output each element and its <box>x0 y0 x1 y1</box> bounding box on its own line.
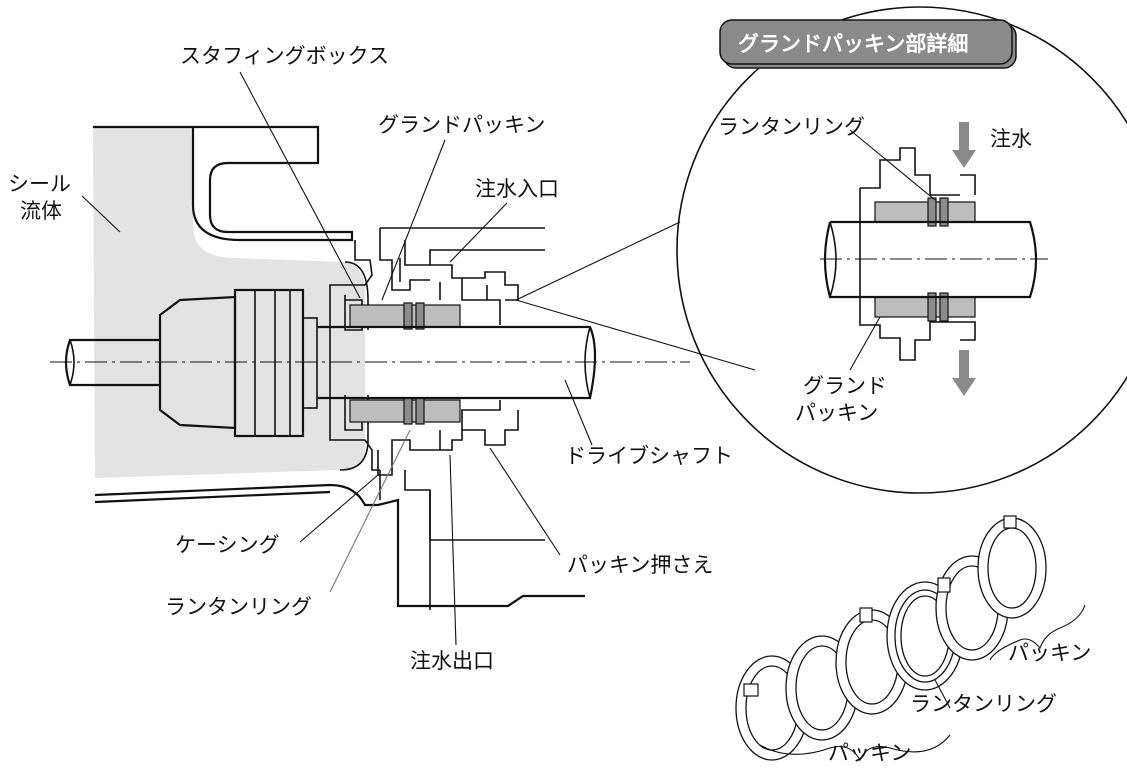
rings-label-packing-bottom: パッキン <box>828 741 911 765</box>
detail-label-gland-1: グランド <box>803 374 887 398</box>
seal-fluid-region <box>93 127 365 478</box>
packing-ring <box>977 515 1047 619</box>
detail-label-lantern-ring: ランタンリング <box>718 115 865 139</box>
rings-label-packing-top: パッキン <box>1008 641 1091 665</box>
detail-label-water-injection: 注水 <box>990 127 1032 151</box>
labels: スタフィングボックス グランドパッキン シール 流体 注水入口 ドライブシャフト… <box>8 32 1091 765</box>
water-in-arrow <box>952 122 976 168</box>
label-drive-shaft: ドライブシャフト <box>565 444 733 468</box>
label-gland-packing: グランドパッキン <box>378 113 545 137</box>
label-lantern-ring: ランタンリング <box>165 595 312 619</box>
label-seal-fluid-1: シール <box>8 172 71 196</box>
main-leader-lines <box>81 71 756 646</box>
detail-view <box>676 6 1127 494</box>
rings-label-lantern-ring: ランタンリング <box>910 692 1057 716</box>
label-packing-gland: パッキン押さえ <box>567 553 713 577</box>
detail-circle <box>676 6 1127 494</box>
detail-label-gland-2: パッキン <box>795 401 878 425</box>
packing-rings-illustration <box>735 515 1086 762</box>
label-casing: ケーシング <box>175 533 280 557</box>
label-seal-fluid-2: 流体 <box>20 199 62 223</box>
label-water-inlet: 注水入口 <box>475 177 559 201</box>
label-stuffing-box: スタフィングボックス <box>180 44 389 68</box>
detail-title: グランドパッキン部詳細 <box>738 32 968 56</box>
water-out-arrow <box>952 350 976 396</box>
label-water-outlet: 注水出口 <box>410 649 494 673</box>
pump-cross-section <box>50 125 690 610</box>
